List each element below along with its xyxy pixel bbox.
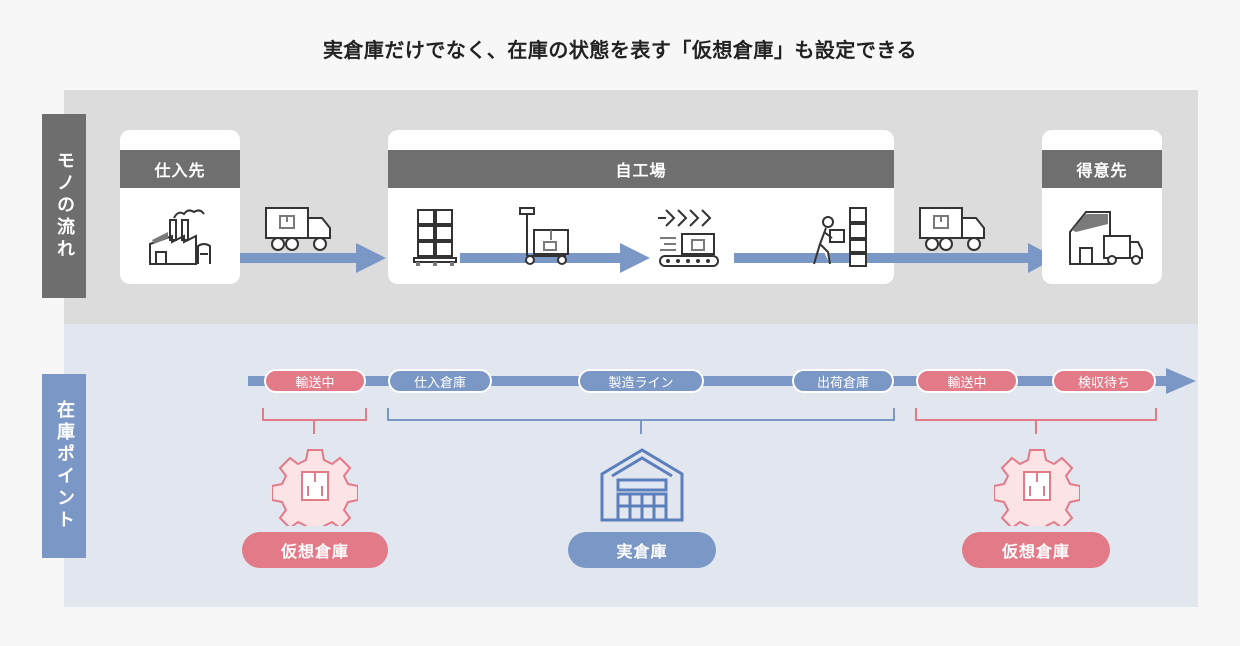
- virtual-warehouse-gear-icon: [994, 449, 1080, 526]
- flow-row-label: モノの流れ: [42, 114, 86, 298]
- supplier-label: 仕入先: [120, 150, 240, 188]
- stock-row-label: 在庫ポイント: [42, 374, 86, 558]
- virtual-warehouse-label: 仮想倉庫: [962, 532, 1110, 568]
- truck-icon: [919, 207, 985, 251]
- supplier-card: 仕入先: [120, 130, 240, 284]
- virtual-warehouse-label: 仮想倉庫: [242, 532, 388, 568]
- store-delivery-icon: [1069, 211, 1143, 265]
- page-title: 実倉庫だけでなく、在庫の状態を表す「仮想倉庫」も設定できる: [322, 38, 918, 62]
- virtual-warehouse-gear-icon: [272, 449, 358, 526]
- stock-point-transit: 輸送中: [264, 369, 366, 393]
- real-warehouse-icon: [600, 448, 684, 522]
- truck-icon: [265, 207, 331, 251]
- stock-point-inspection-wait: 検収待ち: [1052, 369, 1156, 393]
- worker-stacking-icon: [813, 207, 867, 267]
- stock-point-production-line: 製造ライン: [578, 369, 704, 393]
- hand-cart-icon: [519, 207, 569, 265]
- conveyor-icon: [658, 209, 719, 267]
- stock-point-receive-warehouse: 仕入倉庫: [388, 369, 492, 393]
- real-warehouse-label: 実倉庫: [568, 532, 716, 568]
- stock-point-shipping-warehouse: 出荷倉庫: [792, 369, 894, 393]
- factory-label: 自工場: [388, 150, 894, 188]
- stock-point-transit: 輸送中: [916, 369, 1018, 393]
- pallet-boxes-icon: [413, 209, 457, 266]
- customer-label: 得意先: [1042, 150, 1162, 188]
- factory-building-icon: [149, 209, 211, 265]
